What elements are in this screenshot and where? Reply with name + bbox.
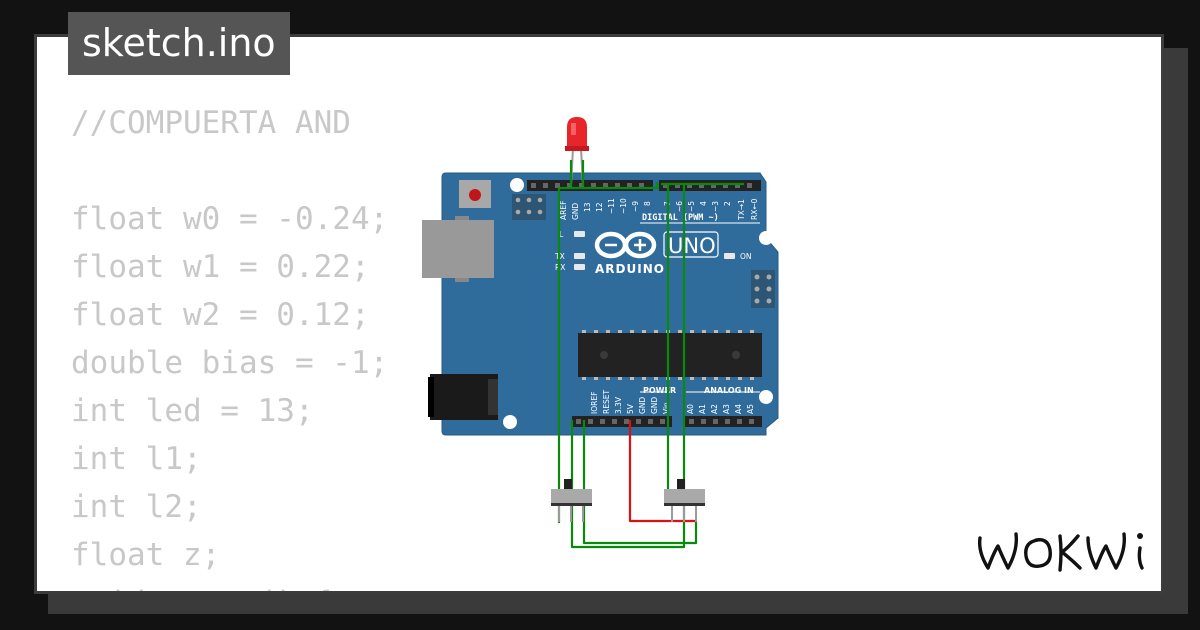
- pin-label: RESET: [602, 390, 611, 414]
- pin-label: A0: [686, 404, 695, 414]
- file-name-tab[interactable]: sketch.ino: [68, 12, 290, 75]
- code-line: void setup() {: [71, 579, 388, 591]
- pin-label: GND: [638, 397, 647, 414]
- pin-label: 5V: [626, 403, 635, 414]
- code-line: double bias = -1;: [71, 345, 389, 381]
- pin-label: 4: [699, 201, 708, 206]
- pin-label: ~3: [711, 201, 720, 212]
- wire-5v: [628, 420, 696, 523]
- code-preview: //COMPUERTA AND float w0 = -0.24; float w1…: [71, 99, 389, 591]
- mounting-hole: [759, 390, 773, 404]
- rx-led-label: RX: [555, 263, 565, 272]
- code-line: int led = 13;: [71, 393, 314, 429]
- pin-label: ~10: [619, 198, 628, 214]
- reset-button[interactable]: [459, 180, 491, 208]
- pin-label: A2: [710, 404, 719, 414]
- top-pin-labels: AREF GND 13 12 ~11 ~10 ~9 8 7 ~6 ~5 4 ~3…: [559, 198, 759, 221]
- analog-pin-labels: A0 A1 A2 A3 A4 A5: [686, 404, 755, 414]
- pin-label: A5: [746, 404, 755, 414]
- slide-switch-1[interactable]: [551, 479, 592, 522]
- pin-label: TX→1: [737, 199, 746, 221]
- pin-label: IOREF: [590, 392, 599, 414]
- pin-label: A4: [734, 404, 743, 414]
- l-led-label: L: [559, 230, 564, 239]
- power-jack: [428, 374, 498, 420]
- atmega-chip: [578, 330, 762, 380]
- board-leds: [574, 231, 735, 270]
- code-line: int l2;: [71, 489, 202, 525]
- pin-label: 3.3V: [614, 396, 623, 414]
- code-line: float w1 = 0.22;: [71, 249, 370, 285]
- pin-label: ~9: [631, 201, 640, 212]
- pin-label: GND: [571, 203, 580, 220]
- arduino-infinity-logo: [594, 231, 657, 259]
- digital-header: [527, 180, 761, 191]
- code-line: float w2 = 0.12;: [71, 297, 370, 333]
- code-line: int l1;: [71, 441, 202, 477]
- code-line: float z;: [71, 537, 221, 573]
- power-header-label: POWER: [643, 386, 676, 395]
- pin-label: A3: [722, 404, 731, 414]
- analog-header-label: ANALOG IN: [704, 386, 754, 395]
- slide-switch-2[interactable]: [664, 479, 705, 522]
- pin-label: ~6: [675, 201, 684, 212]
- pin-label: 13: [583, 202, 592, 212]
- pin-label: A1: [698, 404, 707, 414]
- arduino-brand-text: ARDUINO: [595, 262, 665, 276]
- on-led-label: ON: [740, 252, 752, 261]
- code-line: //COMPUERTA AND: [71, 105, 351, 141]
- code-line: float w0 = -0.24;: [71, 201, 389, 237]
- pin-label: 8: [643, 201, 652, 206]
- arduino-uno-board[interactable]: AREF GND 13 12 ~11 ~10 ~9 8 7 ~6 ~5 4 ~3…: [422, 172, 779, 436]
- pin-label: 2: [723, 201, 732, 206]
- pin-label: GND: [650, 397, 659, 414]
- mounting-hole: [510, 178, 524, 192]
- pin-label: ~5: [687, 201, 696, 212]
- pin-label: AREF: [559, 201, 568, 220]
- pin-label: ~11: [607, 198, 616, 214]
- wokwi-logo: [977, 532, 1144, 572]
- icsp-header-right: [751, 270, 775, 308]
- usb-connector: [422, 216, 494, 282]
- digital-header-label: DIGITAL (PWM ~): [642, 213, 719, 223]
- pin-label: RX←0: [750, 198, 759, 220]
- mounting-hole: [503, 415, 517, 429]
- power-header: [572, 416, 762, 427]
- mounting-hole: [759, 231, 773, 245]
- power-pin-labels: IOREF RESET 3.3V 5V GND GND Vin: [590, 390, 671, 414]
- pin-label: Vin: [662, 402, 671, 414]
- pin-label: 12: [595, 202, 604, 212]
- icsp-header: [512, 194, 546, 220]
- board-model-text: UNO: [668, 234, 716, 258]
